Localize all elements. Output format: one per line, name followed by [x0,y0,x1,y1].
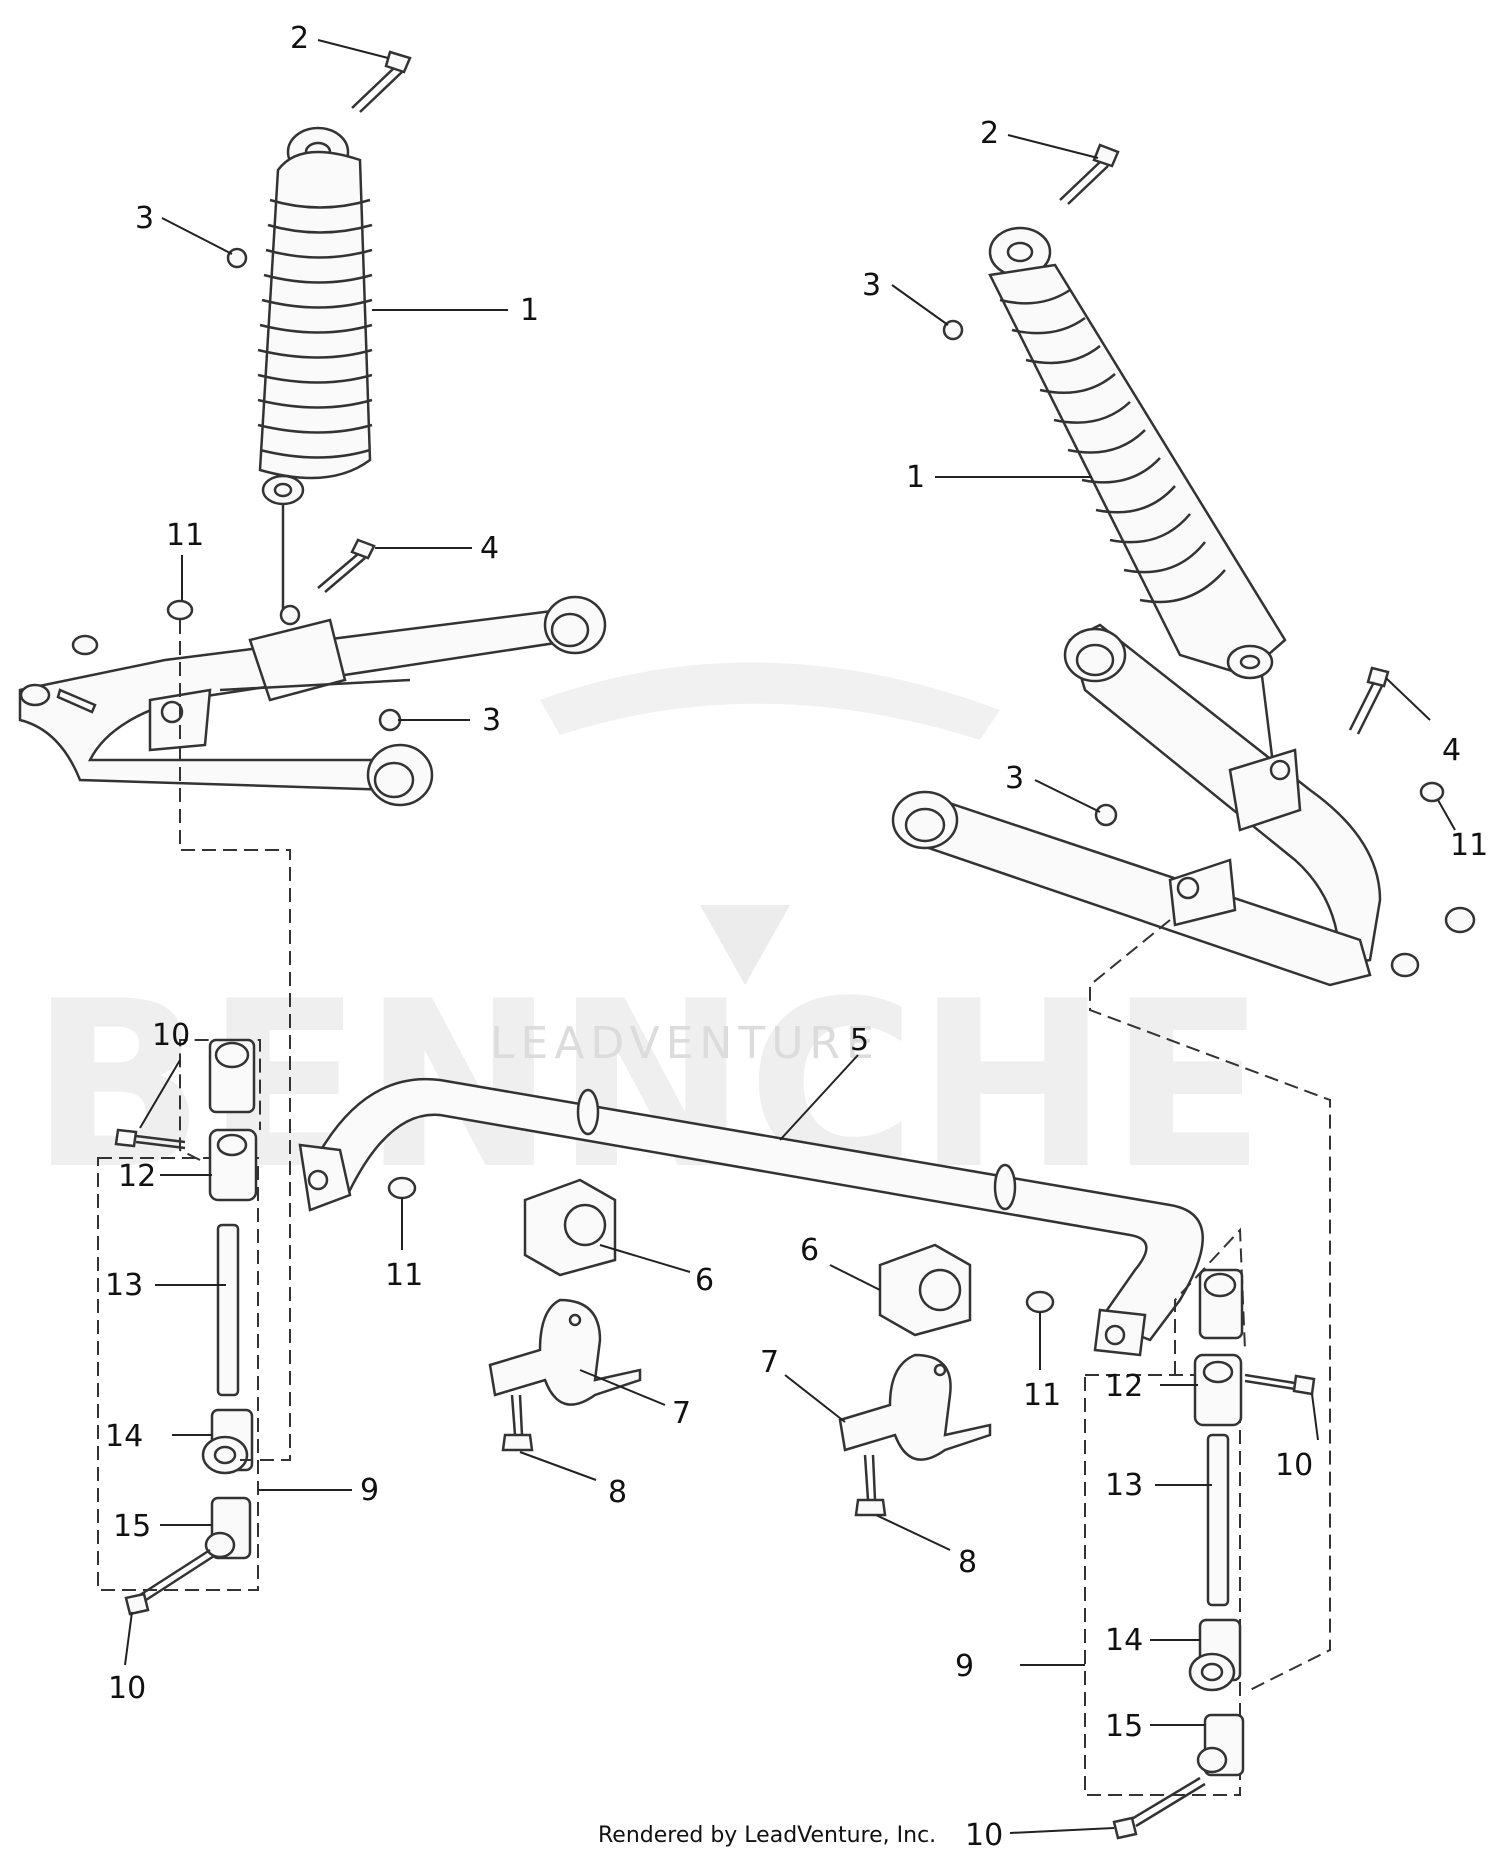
bushing-6-left-icon [523,1178,617,1277]
a-arm-right-icon [891,623,1476,987]
nut-11-left-icon [166,599,194,621]
bushing-6-right-icon [878,1243,972,1337]
callout-4-left: 4 [480,531,499,566]
callout-13-right: 13 [1105,1468,1143,1503]
nut-3-left-icon [226,247,248,269]
callout-5: 5 [850,1023,869,1058]
callout-9-right: 9 [955,1649,974,1684]
bolt-2-left-icon [351,50,412,113]
bolt-8-right-icon [854,1454,887,1517]
watermark-swoosh-icon [540,662,1000,740]
callout-3-left-upper: 3 [135,201,154,236]
bolt-4-left-icon [317,538,376,593]
callout-7-left: 7 [672,1396,691,1431]
callout-12-left: 12 [118,1159,156,1194]
callout-11-left: 11 [166,518,204,553]
callout-6-right: 6 [800,1233,819,1268]
callout-7-right: 7 [760,1345,779,1380]
bolt-10-left-lower-icon [124,1548,215,1616]
callout-3-left-lower: 3 [482,703,501,738]
callout-3-right-upper: 3 [862,268,881,303]
callout-14-right: 14 [1105,1623,1143,1658]
callout-10-left-upper: 10 [152,1018,190,1053]
nut-3-right-icon [942,319,964,341]
callout-14-left: 14 [105,1419,143,1454]
link-assembly-left [97,620,291,1616]
callout-11-center-right: 11 [1023,1378,1061,1413]
link-assembly-right [1084,919,1331,1840]
callout-4-right: 4 [1442,733,1461,768]
callout-15-right: 15 [1105,1709,1143,1744]
callout-10-right-lower: 10 [965,1818,1003,1853]
rod-13-right-icon [1206,1433,1230,1607]
left-shock-assembly [18,50,607,807]
shock-absorber-left-icon [257,126,373,610]
callout-12-right: 12 [1105,1369,1143,1404]
leader-lines [124,39,1456,1834]
nut-3-right-lower-icon [1094,803,1118,827]
bolt-2-right-icon [1059,143,1120,205]
bracket-7-right-icon [838,1353,992,1461]
callout-10-left-lower: 10 [108,1671,146,1706]
callout-6-left: 6 [695,1263,714,1298]
callout-2-right: 2 [980,116,999,151]
nut-11-right-icon [1419,781,1445,803]
rod-13-left-icon [216,1223,240,1397]
watermark-sub: LEADVENTURE [490,1018,880,1069]
nut-11-center-right-icon [1025,1290,1055,1314]
callout-9-left: 9 [360,1473,379,1508]
callout-15-left: 15 [113,1509,151,1544]
right-shock-assembly [891,143,1476,987]
bolt-10-right-lower-icon [1112,1776,1206,1840]
bolt-4-right-icon [1348,666,1390,735]
callout-1-left: 1 [520,293,539,328]
shock-absorber-right-icon [988,226,1287,781]
bracket-7-left-icon [488,1298,642,1406]
watermark-logo-icon [700,905,790,985]
a-arm-left-icon [18,595,607,807]
callout-8-left: 8 [608,1475,627,1510]
callout-10-right-upper: 10 [1275,1448,1313,1483]
callout-13-left: 13 [105,1268,143,1303]
footer-credit: Rendered by LeadVenture, Inc. [598,1823,936,1848]
callout-3-right-lower: 3 [1005,761,1024,796]
stabilizer-bar-icon [298,1077,1204,1357]
nut-3-left-lower-icon [378,708,402,732]
callout-8-right: 8 [958,1545,977,1580]
bolt-8-left-icon [501,1394,534,1452]
callout-2-left: 2 [290,21,309,56]
callout-11-right: 11 [1450,828,1488,863]
bolt-10-left-upper-icon [114,1128,186,1150]
callout-11-center-left: 11 [385,1258,423,1293]
bolt-10-right-upper-icon [1244,1373,1316,1396]
callout-1-right: 1 [906,460,925,495]
callout-labels: 2 3 1 11 4 3 2 3 1 4 3 11 5 10 12 11 13 … [105,21,1488,1853]
nut-11-center-left-icon [387,1176,417,1200]
